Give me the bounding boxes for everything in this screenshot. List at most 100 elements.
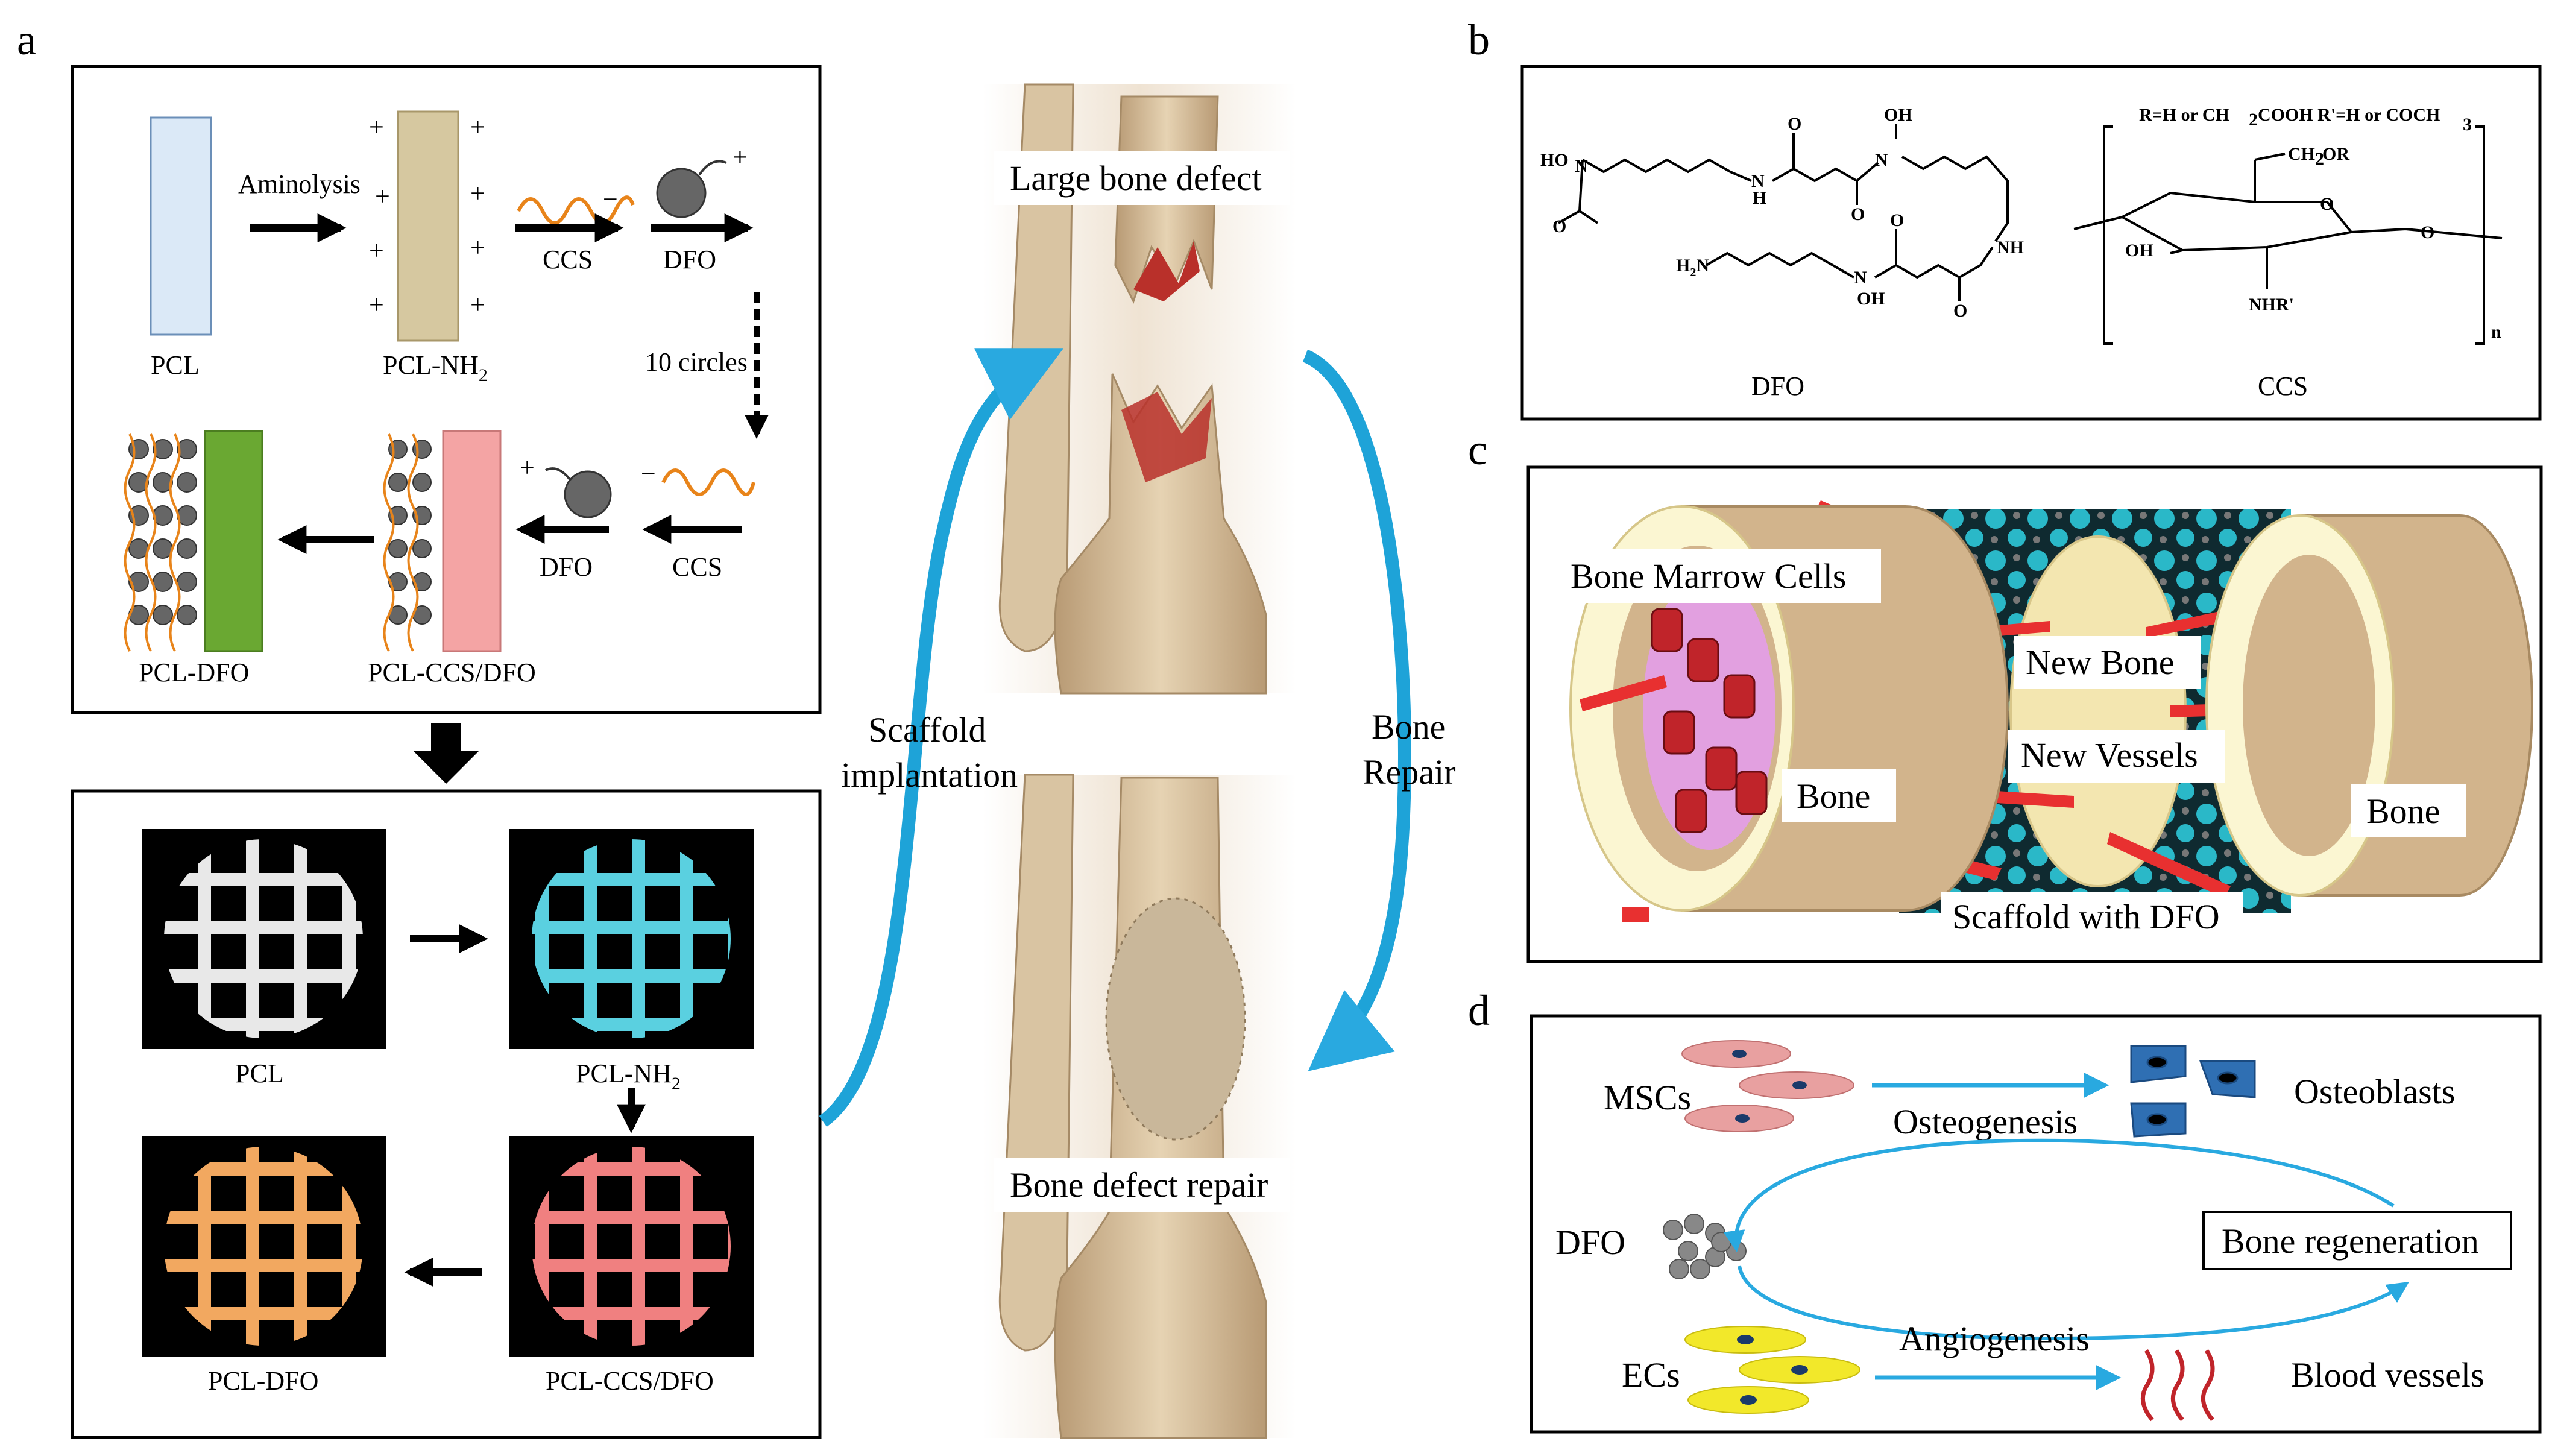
cycle-arrow-bottom (1738, 1265, 2409, 1341)
ten-circles-label: 10 circles (645, 347, 748, 377)
panel-letter-d: d (1468, 986, 1490, 1035)
scaffold-implantation-arrow (819, 348, 1063, 1127)
aminolysis-label: Aminolysis (238, 169, 361, 199)
bone-repair-label-1: Bone (1372, 707, 1445, 746)
svg-text:N: N (1854, 268, 1867, 288)
bone-regeneration-label: Bone regeneration (2222, 1221, 2479, 1261)
bone-defect-repair-label-box (994, 1158, 1290, 1212)
panel-letter-c: c (1468, 426, 1487, 474)
pcl-nh2-bar (397, 110, 459, 342)
dfo-cluster (1663, 1214, 1747, 1279)
new-bone-label: New Bone (2026, 643, 2174, 682)
svg-text:+: + (470, 178, 485, 208)
ccs-structure (2073, 125, 2503, 345)
ccs-chain-icon (517, 195, 635, 225)
scaffold-pcl-dfo-label: PCL-DFO (208, 1366, 318, 1396)
svg-text:2: 2 (2315, 149, 2324, 169)
svg-text:3: 3 (2463, 115, 2472, 134)
ec-cells (1684, 1326, 1860, 1414)
svg-text:+: + (375, 181, 390, 211)
osteoblast-cells (2130, 1045, 2256, 1138)
dfo-step-label: DFO (663, 245, 716, 274)
svg-text:H2N: H2N (1676, 256, 1709, 279)
panel-d-box: MSCs Osteogenesis Osteoblasts DFO Bone r… (1530, 1014, 2542, 1434)
scaffold-implantation-label-1: Scaffold (868, 710, 986, 749)
ccs-minus-sign: − (603, 184, 618, 214)
svg-text:OH: OH (2125, 241, 2153, 260)
pcl-bar (150, 116, 212, 336)
cycle-arrow-top (1723, 1138, 2395, 1253)
ccs-step-label-2: CCS (672, 552, 722, 582)
svg-text:O: O (1953, 301, 1967, 321)
ecs-label: ECs (1622, 1355, 1680, 1395)
svg-text:O: O (1552, 216, 1566, 236)
bone-right-label: Bone (2366, 792, 2440, 831)
new-vessels-label: New Vessels (2021, 736, 2198, 775)
large-bone-defect-label-box (994, 151, 1290, 205)
dfo-molecule-icon-2 (564, 470, 612, 518)
ccs-structure-label: CCS (2258, 371, 2308, 401)
svg-text:n: n (2491, 322, 2501, 342)
svg-text:HO: HO (1540, 150, 1569, 170)
svg-text:N: N (1575, 156, 1588, 176)
svg-text:+: + (470, 112, 485, 142)
bone-marrow-cells (1651, 608, 1768, 833)
panel-letter-b: b (1468, 16, 1490, 64)
charge-plus-left: + + + + (369, 112, 390, 320)
panel-b-structures-box: HO N O N H O O N OH NH H2N N OH O O DFO (1520, 65, 2542, 421)
svg-text:R=H or CH: R=H or CH (2139, 105, 2229, 125)
svg-text:CH: CH (2288, 144, 2315, 164)
scaffold-pcl-nh2-label: PCL-NH2 (576, 1059, 681, 1094)
svg-text:H: H (1753, 188, 1766, 208)
bone-left-label: Bone (1797, 777, 1870, 816)
dfo-cluster-label: DFO (1555, 1223, 1625, 1262)
pcl-ccs-dfo-coated-bar (383, 430, 502, 652)
svg-text:O: O (1890, 210, 1904, 230)
pcl-label: PCL (151, 350, 200, 380)
svg-text:2: 2 (2249, 110, 2258, 130)
svg-text:COOH R'=H or COCH: COOH R'=H or COCH (2258, 105, 2440, 125)
dfo-plus-sign: + (733, 142, 748, 172)
svg-text:+: + (470, 233, 485, 262)
pcl-dfo-coated-bar (124, 430, 263, 652)
svg-text:N: N (1875, 150, 1888, 170)
scaffold-pcl-nh2-image (532, 839, 731, 1038)
ccs-minus-sign-2: − (641, 459, 656, 488)
svg-text:OH: OH (1884, 105, 1912, 125)
osteogenesis-label: Osteogenesis (1893, 1102, 2078, 1141)
bone-marrow-cells-label: Bone Marrow Cells (1571, 556, 1847, 596)
svg-text:O: O (2421, 222, 2434, 242)
svg-text:+: + (369, 290, 384, 320)
scaffold-with-dfo-label: Scaffold with DFO (1952, 897, 2220, 936)
svg-text:N: N (1751, 171, 1765, 191)
ccs-chain-icon-2 (661, 468, 755, 496)
msc-cells (1681, 1040, 1854, 1132)
dfo-structure-atoms: HO N O N H O O N OH NH H2N N OH O O (1540, 105, 2024, 321)
dfo-plus-sign-2: + (520, 453, 535, 482)
ccs-step-label: CCS (543, 245, 593, 274)
panel-c-box: Bone Marrow Cells New Bone New Vessels B… (1526, 465, 2543, 963)
bone-repair-label-2: Repair (1363, 752, 1456, 792)
svg-text:+: + (369, 112, 384, 142)
osteoblasts-label: Osteoblasts (2294, 1072, 2455, 1111)
scaffold-pcl-image (164, 839, 363, 1038)
dfo-structure (1558, 124, 2009, 301)
angiogenesis-label: Angiogenesis (1899, 1319, 2090, 1358)
bone-repair-illustration: Bone defect repair (983, 774, 1296, 1439)
scaffold-implantation-label-2: implantation (841, 755, 1018, 795)
ccs-structure-atoms: R=H or CH 2 COOH R'=H or COCH 3 CH 2 OR … (2125, 105, 2501, 342)
bone-defect-repair-label: Bone defect repair (1010, 1165, 1268, 1205)
dfo-molecule-icon (656, 168, 707, 218)
dfo-step-label-2: DFO (540, 552, 593, 582)
bone-repair-arrow (1302, 349, 1412, 1071)
scaffold-pcl-ccs-dfo-image (532, 1147, 731, 1346)
svg-text:O: O (2320, 194, 2334, 214)
bone-defect-illustration: Large bone defect (983, 83, 1296, 695)
svg-text:O: O (1851, 204, 1865, 224)
panel-a-process-box: PCL Aminolysis + + + + + + + + PCL-NH2 −… (71, 65, 822, 714)
svg-text:OR: OR (2322, 144, 2349, 164)
charge-plus-right: + + + + (470, 112, 485, 320)
svg-text:NHR': NHR' (2249, 295, 2294, 315)
svg-text:+: + (470, 290, 485, 320)
